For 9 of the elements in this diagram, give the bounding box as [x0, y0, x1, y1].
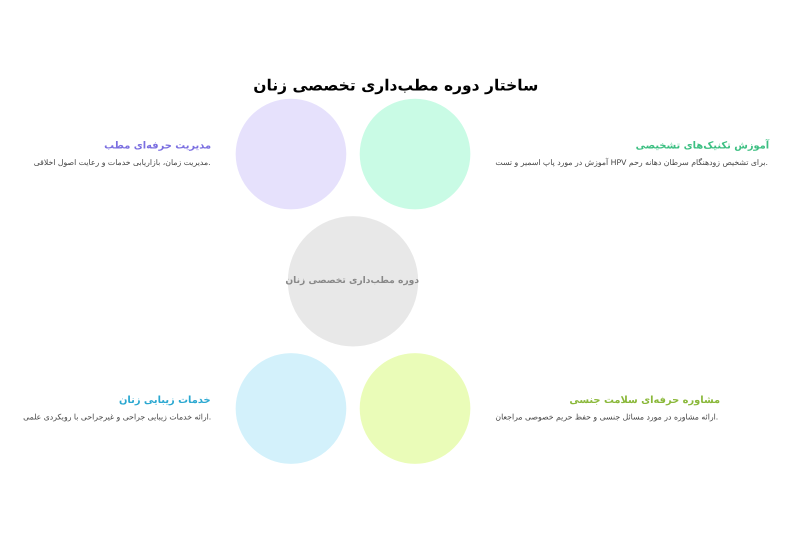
node-label: مشاوره حرفه‌ای سلامت جنسی: [569, 395, 720, 406]
node-label: مدیریت حرفه‌ای مطب: [104, 140, 212, 152]
node-label: خدمات زیبایی زنان: [119, 395, 211, 406]
node-circle: [234, 352, 348, 465]
diagram-title: ساختار دوره مطب‌داری تخصصی زنان: [253, 76, 538, 94]
node-circle: [359, 352, 472, 465]
node-label: آموزش تکنیک‌های تشخیصی: [636, 140, 770, 152]
node-circle: [234, 98, 348, 210]
node-circle: [359, 98, 472, 210]
